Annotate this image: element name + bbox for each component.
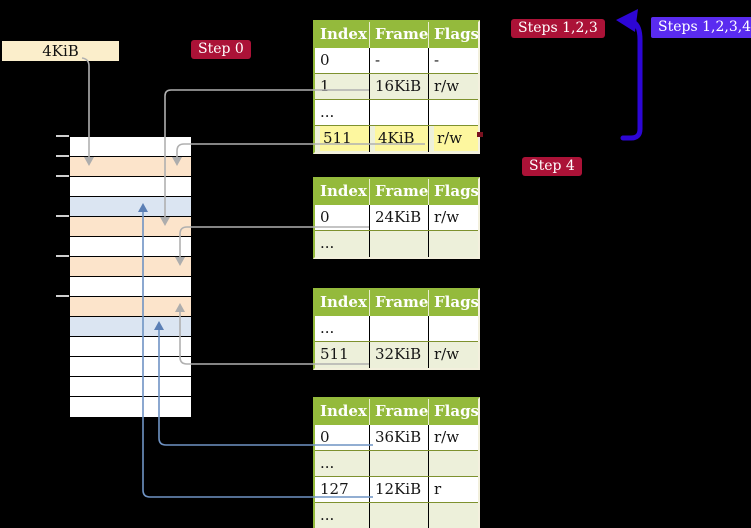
table-cell: 16KiB: [370, 74, 429, 99]
table-header-cell: Frame: [370, 399, 429, 425]
table-header-cell: Frame: [370, 179, 429, 205]
table-header-cell: Index: [315, 290, 370, 316]
table-row: ...: [315, 231, 478, 257]
table-cell: 36KiB: [370, 425, 429, 450]
table-cell: [370, 231, 429, 257]
memory-row-plain: [70, 137, 191, 157]
table-cell: 32KiB: [370, 342, 429, 368]
table-cell: 511: [315, 342, 370, 368]
memory-row-data-frame: [70, 317, 191, 337]
table-cell: -: [434, 51, 440, 69]
table-cell: [370, 100, 429, 125]
table-header-cell: Flags: [434, 182, 478, 200]
steps-1234-badge: Steps 1,2,3,4: [651, 17, 751, 38]
memory-row-data-frame: [70, 197, 191, 217]
table-header-cell: Flags: [434, 402, 478, 420]
address-tick: [56, 295, 69, 297]
table-cell: 12KiB: [370, 477, 429, 502]
table-cell: [370, 503, 429, 528]
table-cell: ...: [315, 316, 370, 341]
step-4-badge: Step 4: [522, 157, 582, 176]
table-cell: [429, 231, 478, 257]
table-header-cell: Index: [315, 22, 370, 48]
table-cell: ...: [315, 100, 370, 125]
memory-row-plain: [70, 397, 191, 417]
table-cell: [429, 316, 478, 341]
frame-size-label: 4KiB: [2, 41, 119, 61]
memory-row-plain: [70, 357, 191, 377]
memory-row-table-frame: [70, 297, 191, 317]
table-cell: 127: [315, 477, 370, 502]
table-cell: ...: [315, 451, 370, 476]
memory-row-table-frame: [70, 217, 191, 237]
table-cell: r: [434, 480, 442, 498]
steps-loop-arrow-line: [620, 19, 643, 141]
address-tick: [56, 175, 69, 177]
address-tick: [56, 255, 69, 257]
memory-row-table-frame: [70, 257, 191, 277]
table-header-cell: Index: [315, 179, 370, 205]
table-header-cell: Flags: [434, 25, 478, 43]
table-header-cell: Frame: [370, 22, 429, 48]
table-cell: ...: [315, 231, 370, 257]
table-cell: [370, 316, 429, 341]
step-0-badge: Step 0: [191, 40, 251, 59]
memory-row-plain: [70, 337, 191, 357]
table-row: ...: [315, 503, 478, 528]
table-row: 0--: [315, 48, 478, 74]
physical-memory-column: [69, 136, 192, 418]
table-header-cell: Frame: [370, 290, 429, 316]
table-cell: 24KiB: [370, 205, 429, 230]
table-cell: ...: [315, 503, 370, 528]
address-tick: [56, 155, 69, 157]
memory-row-table-frame: [70, 157, 191, 177]
table-cell: r/w: [434, 208, 460, 226]
table-cell: 0: [315, 48, 370, 73]
table-header-cell: Flags: [434, 293, 478, 311]
table-cell: [429, 100, 478, 125]
memory-row-plain: [70, 377, 191, 397]
memory-row-plain: [70, 237, 191, 257]
table-row: ...: [315, 100, 478, 126]
memory-row-plain: [70, 277, 191, 297]
table-cell: r/w: [434, 77, 460, 95]
table-cell: [429, 503, 478, 528]
highlighted-value: 4KiB: [375, 126, 428, 151]
table-row: ...: [315, 316, 478, 342]
table-cell: [429, 451, 478, 476]
table-cell: 0: [315, 205, 370, 230]
highlighted-value: r/w: [434, 126, 478, 151]
memory-row-plain: [70, 177, 191, 197]
table-cell: [370, 451, 429, 476]
table-cell: 1: [315, 74, 370, 99]
table-cell: r/w: [434, 345, 460, 363]
table-cell: 511: [315, 126, 370, 152]
table-cell: 0: [315, 425, 370, 450]
steps-loop-arrowhead-icon: [616, 9, 638, 32]
table-cell: 4KiB: [370, 126, 429, 152]
address-tick: [56, 215, 69, 217]
highlighted-value: 511: [320, 126, 369, 151]
table-cell: -: [370, 48, 429, 73]
address-tick: [56, 135, 69, 137]
table-cell: r/w: [434, 428, 460, 446]
table-header-cell: Index: [315, 399, 370, 425]
table-cell: r/w: [429, 126, 478, 152]
table-row: ...: [315, 451, 478, 477]
steps-123-badge: Steps 1,2,3: [511, 19, 605, 38]
